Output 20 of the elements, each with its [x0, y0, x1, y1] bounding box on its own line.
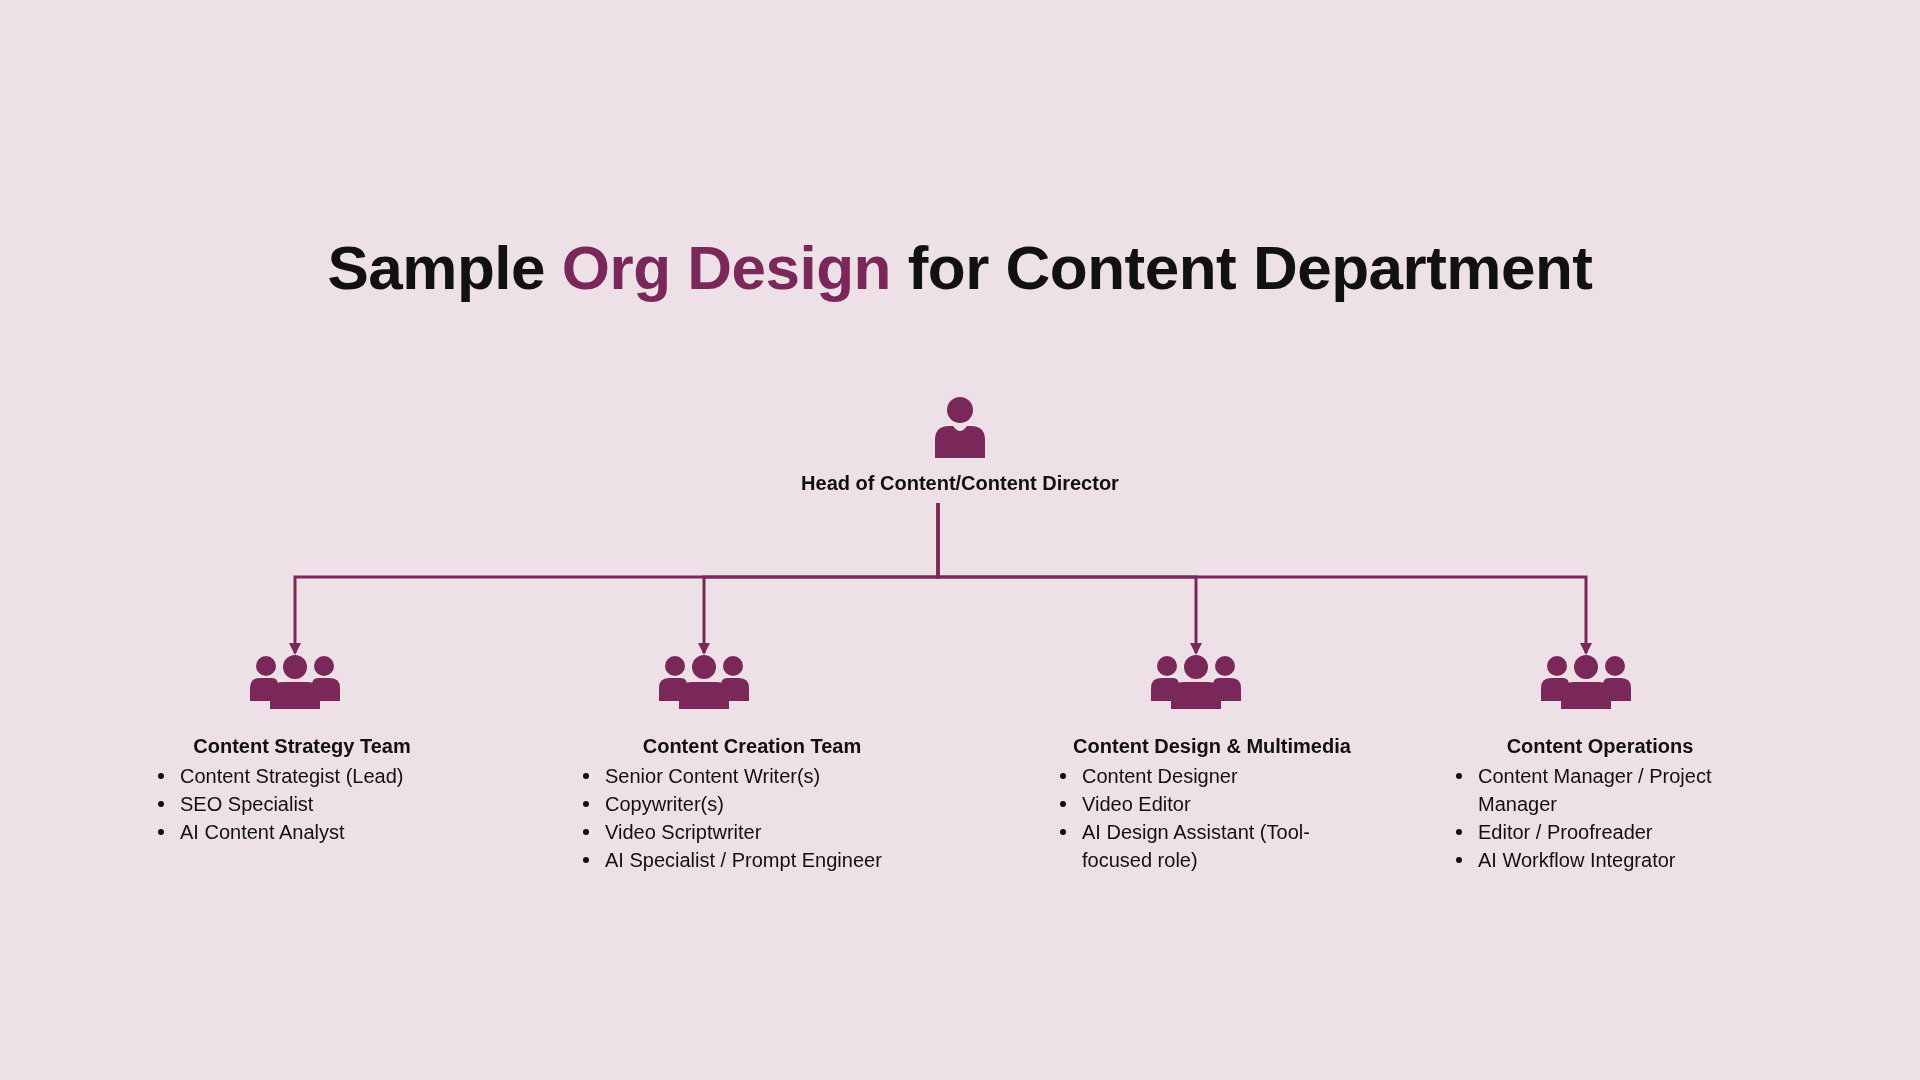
role-item: AI Content Analyst [180, 821, 345, 843]
role-item: AI Workflow Integrator [1478, 849, 1676, 871]
role-item: Content Manager / Project Manager [1478, 765, 1712, 815]
role-item: AI Specialist / Prompt Engineer [605, 849, 882, 871]
role-item: Content Strategist (Lead) [180, 765, 404, 787]
role-item: SEO Specialist [180, 793, 314, 815]
role-item: AI Design Assistant (Tool-focused role) [1082, 821, 1310, 871]
role-title: Content Creation Team [641, 735, 863, 758]
role-title: Head of Content/Content Director [800, 472, 1120, 495]
connector-arrow [936, 503, 1592, 655]
role-item: Senior Content Writer(s) [605, 765, 821, 787]
title: Sample Org Design for Content Department [326, 232, 1594, 303]
role-item: Video Editor [1082, 793, 1191, 815]
role-title: Content Operations [1505, 735, 1695, 758]
role-item: Video Scriptwriter [605, 821, 762, 843]
role-item: Editor / Proofreader [1478, 821, 1653, 843]
role-item: Copywriter(s) [605, 793, 724, 815]
role-title: Content Design & Multimedia [1072, 735, 1352, 758]
role-item: Content Designer [1082, 765, 1238, 787]
role-title: Content Strategy Team [192, 735, 412, 758]
